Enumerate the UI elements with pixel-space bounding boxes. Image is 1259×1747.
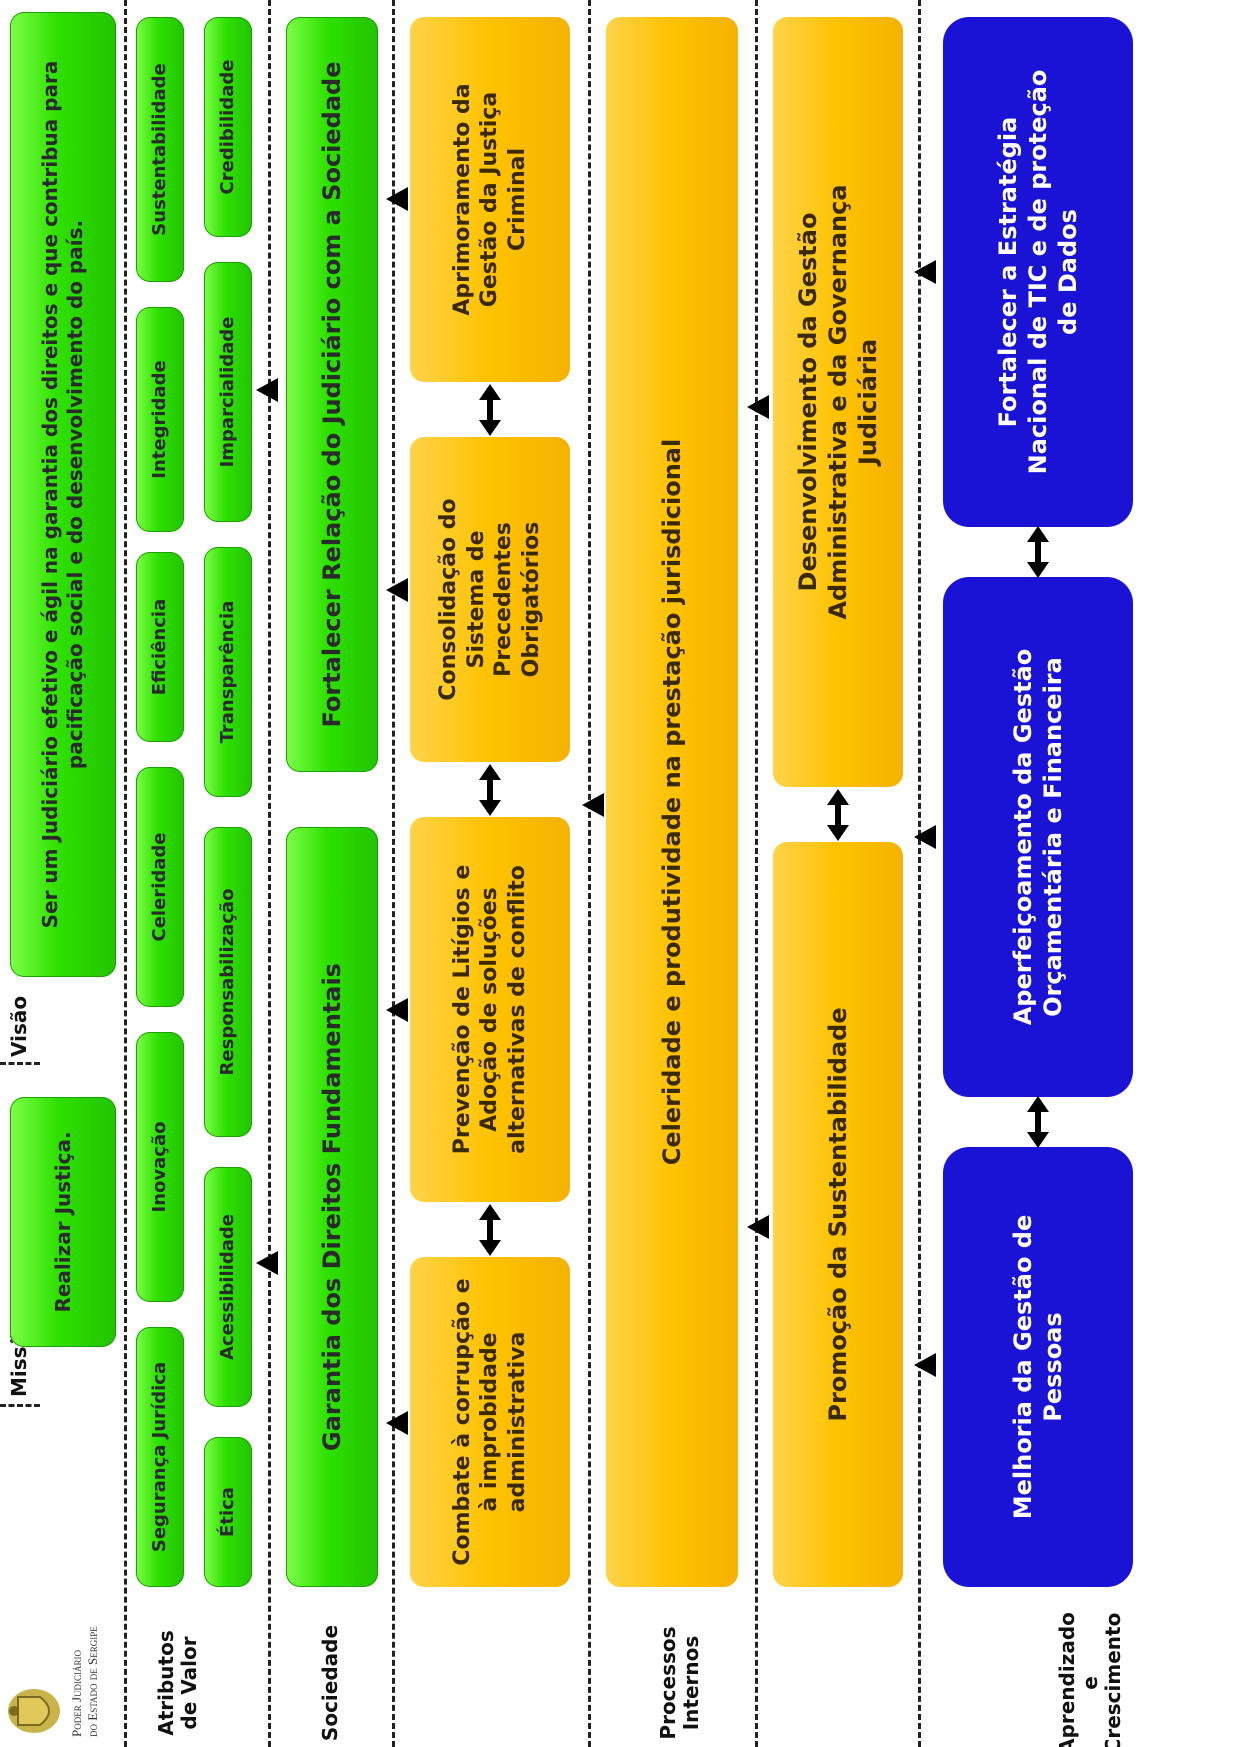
atributo-sustentabilidade: Sustentabilidade <box>136 17 184 282</box>
processo-combate-corrupcao: Combate à corrupção e à improbidade admi… <box>410 1257 570 1587</box>
section-divider <box>124 0 127 1747</box>
arrow-up-icon <box>914 1353 936 1377</box>
vertical-divider <box>0 1062 40 1065</box>
label-atributos-line1: Atributos <box>154 1630 178 1736</box>
arrow-up-icon <box>256 1251 278 1275</box>
atributo-acessibilidade: Acessibilidade <box>204 1167 252 1407</box>
atributo-responsabilizacao: Responsabilização <box>204 827 252 1137</box>
arrow-up-icon <box>582 793 604 817</box>
missao-box: Realizar Justiça. <box>10 1097 116 1347</box>
arrow-up-icon <box>256 378 278 402</box>
double-arrow-icon <box>487 398 493 422</box>
arrow-up-icon <box>386 998 408 1022</box>
double-arrow-icon <box>487 1218 493 1242</box>
sociedade-fortalecer-relacao: Fortalecer Relação do Judiciário com a S… <box>286 17 378 772</box>
arrow-up-icon <box>914 260 936 284</box>
processo-consolidacao-precedentes: Consolidação do Sistema de Precedentes O… <box>410 437 570 762</box>
atributo-celeridade: Celeridade <box>136 767 184 1007</box>
section-divider <box>268 0 271 1747</box>
label-visao: Visão <box>6 995 31 1057</box>
label-atributos-line2: de Valor <box>177 1636 201 1730</box>
label-aprendizado-line1: Aprendizado e <box>1054 1612 1102 1747</box>
arrow-up-icon <box>386 187 408 211</box>
arrow-up-icon <box>386 578 408 602</box>
section-divider <box>392 0 395 1747</box>
arrow-up-icon <box>386 1411 408 1435</box>
vertical-divider <box>0 1404 40 1407</box>
arrow-up-icon <box>747 1215 769 1239</box>
section-divider <box>588 0 591 1747</box>
logo-line1: Poder Judiciário <box>69 1649 84 1737</box>
double-arrow-icon <box>1035 540 1041 564</box>
aprendizado-estrategia-tic: Fortalecer a Estratégia Nacional de TIC … <box>943 17 1133 527</box>
visao-box: Ser um Judiciário efetivo e ágil na gara… <box>10 12 116 977</box>
processo-prevencao-litigios: Prevenção de Litígios e Adoção de soluçõ… <box>410 817 570 1202</box>
atributo-integridade: Integridade <box>136 307 184 532</box>
section-divider <box>755 0 758 1747</box>
double-arrow-icon <box>835 803 841 827</box>
label-atributos: Atributos de Valor <box>128 1623 228 1743</box>
label-processos: Processos Internos <box>656 1626 703 1740</box>
arrow-up-icon <box>914 825 936 849</box>
atributo-credibilidade: Credibilidade <box>204 17 252 237</box>
logo-line2: do Estado de Sergipe <box>85 1626 100 1737</box>
atributo-imparcialidade: Imparcialidade <box>204 262 252 522</box>
atributo-eficiencia: Eficiência <box>136 552 184 742</box>
label-aprendizado: Aprendizado e Crescimento <box>940 1612 1240 1747</box>
atributo-inovacao: Inovação <box>136 1032 184 1302</box>
logo: Poder Judiciário do Estado de Sergipe <box>4 1626 122 1739</box>
atributo-transparencia: Transparência <box>204 547 252 797</box>
arrow-up-icon <box>747 395 769 419</box>
aprendizado-gestao-orcamentaria: Aperfeiçoamento da Gestão Orçamentária e… <box>943 577 1133 1097</box>
processo-celeridade-produtividade: Celeridade e produtividade na prestação … <box>606 17 738 1587</box>
processo-gestao-administrativa: Desenvolvimento da Gestão Administrativa… <box>773 17 903 787</box>
coat-of-arms-icon <box>8 1689 60 1733</box>
atributo-etica: Ética <box>204 1437 252 1587</box>
atributo-seguranca-juridica: Segurança Jurídica <box>136 1327 184 1587</box>
label-sociedade: Sociedade <box>317 1624 342 1742</box>
double-arrow-icon <box>1035 1110 1041 1134</box>
processo-promocao-sustentabilidade: Promoção da Sustentabilidade <box>773 842 903 1587</box>
processo-aprimoramento-justica-criminal: Aprimoramento da Gestão da Justiça Crimi… <box>410 17 570 382</box>
label-aprendizado-line2: Crescimento <box>1100 1612 1125 1747</box>
aprendizado-gestao-pessoas: Melhoria da Gestão de Pessoas <box>943 1147 1133 1587</box>
sociedade-garantia-direitos: Garantia dos Direitos Fundamentais <box>286 827 378 1587</box>
double-arrow-icon <box>487 778 493 802</box>
